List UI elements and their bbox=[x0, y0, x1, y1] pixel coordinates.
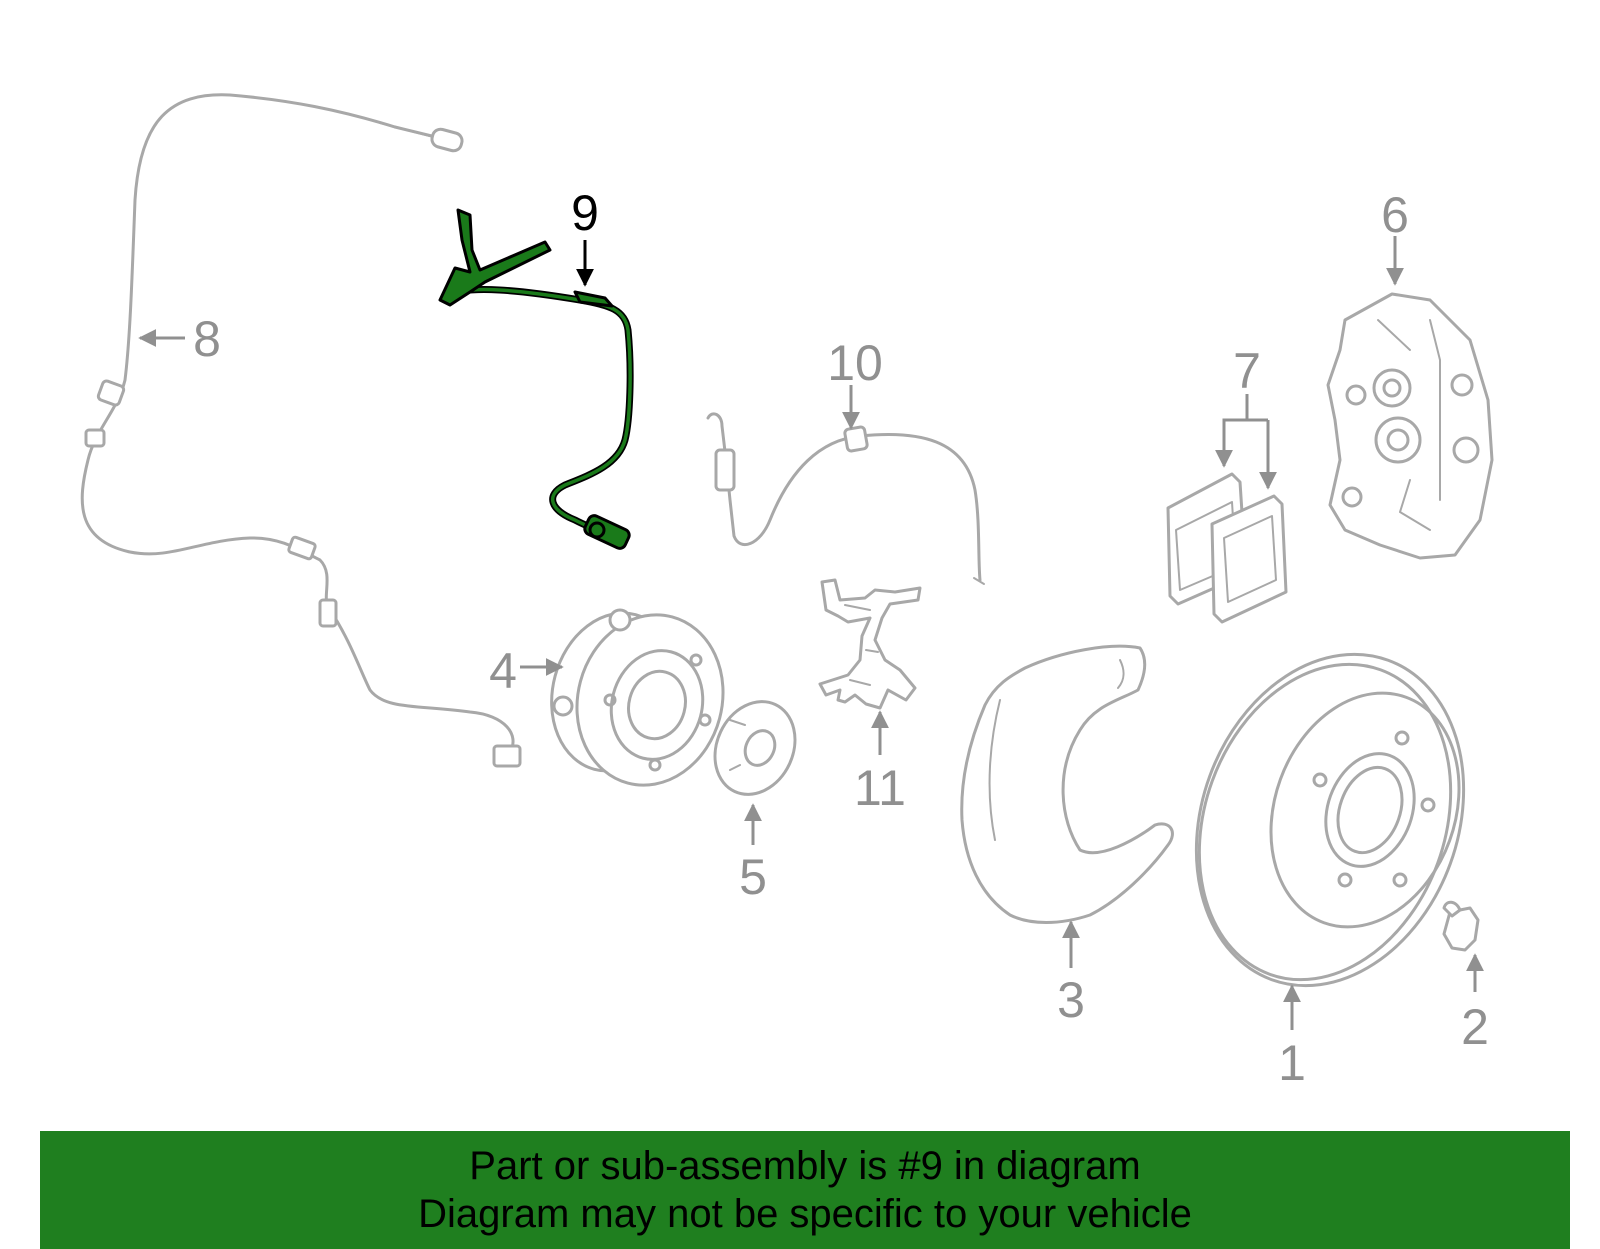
part-4-hub-bearing[interactable] bbox=[534, 598, 741, 801]
callout-6[interactable]: 6 bbox=[1381, 187, 1409, 243]
leader-7 bbox=[1222, 394, 1249, 462]
callout-11[interactable]: 11 bbox=[854, 760, 906, 816]
info-banner: Part or sub-assembly is #9 in diagram Di… bbox=[40, 1131, 1570, 1249]
banner-part-note: Part or sub-assembly is #9 in diagram bbox=[469, 1144, 1141, 1188]
callout-5[interactable]: 5 bbox=[739, 849, 767, 905]
callout-1[interactable]: 1 bbox=[1278, 1035, 1306, 1091]
callout-3[interactable]: 3 bbox=[1057, 972, 1085, 1028]
callout-8[interactable]: 8 bbox=[193, 311, 221, 367]
callout-7[interactable]: 7 bbox=[1233, 343, 1261, 399]
part-7-brake-pads[interactable] bbox=[1166, 472, 1288, 624]
callout-4[interactable]: 4 bbox=[489, 643, 517, 699]
part-5-seal-ring[interactable] bbox=[700, 688, 809, 807]
part-6-brake-caliper[interactable] bbox=[1326, 292, 1494, 560]
part-10-pad-wear-sensor[interactable] bbox=[706, 412, 985, 585]
part-3-dust-shield[interactable] bbox=[960, 644, 1174, 924]
part-2-screw[interactable] bbox=[1442, 900, 1480, 952]
callout-2[interactable]: 2 bbox=[1461, 999, 1489, 1055]
banner-disclaimer: Diagram may not be specific to your vehi… bbox=[418, 1192, 1192, 1236]
part-8-sensor-cable[interactable] bbox=[80, 93, 522, 768]
part-9-wheel-speed-sensor[interactable] bbox=[438, 208, 634, 550]
part-11-bracket[interactable] bbox=[818, 578, 922, 710]
part-1-brake-rotor[interactable] bbox=[1152, 616, 1509, 1023]
callout-10[interactable]: 10 bbox=[827, 335, 883, 391]
callout-9[interactable]: 9 bbox=[571, 185, 599, 241]
